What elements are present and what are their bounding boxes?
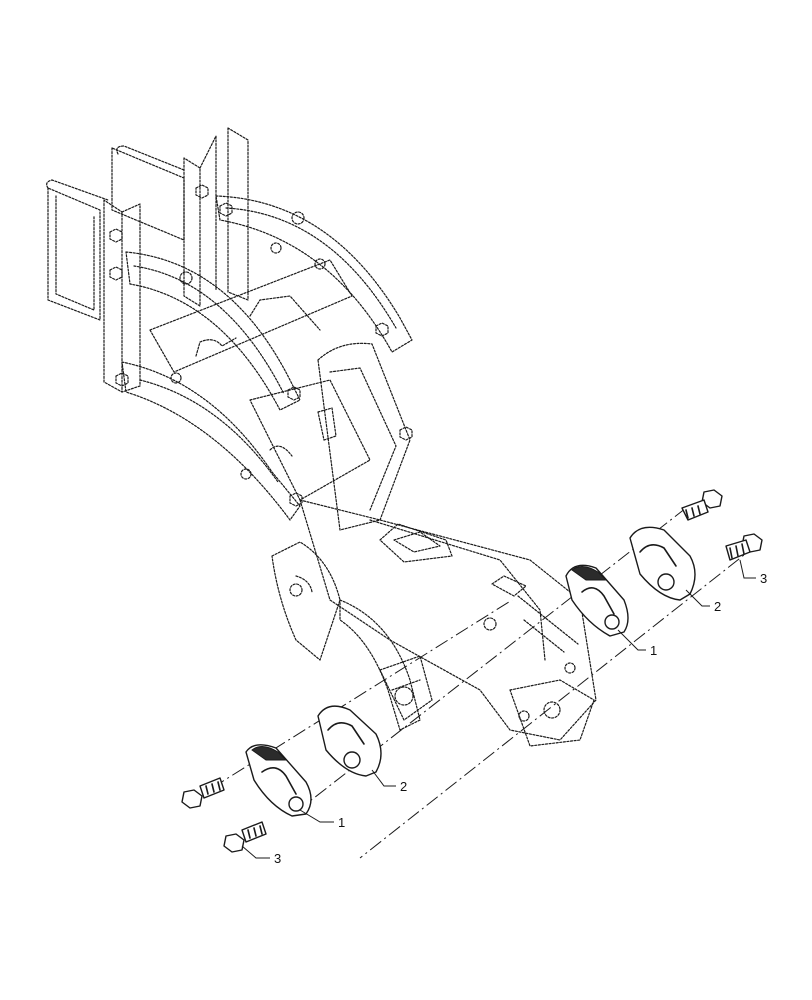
callout-leaders	[241, 559, 756, 859]
callout-1-lower: 1	[338, 815, 345, 830]
callout-1-upper: 1	[650, 643, 657, 658]
callout-3-lower: 3	[274, 851, 281, 866]
callout-2-upper: 2	[714, 599, 721, 614]
lower-left-part-group	[181, 705, 382, 853]
callout-2-lower: 2	[400, 779, 407, 794]
frame-assembly	[46, 127, 597, 747]
callout-3-upper: 3	[760, 571, 767, 586]
upper-right-part-group	[565, 489, 763, 637]
